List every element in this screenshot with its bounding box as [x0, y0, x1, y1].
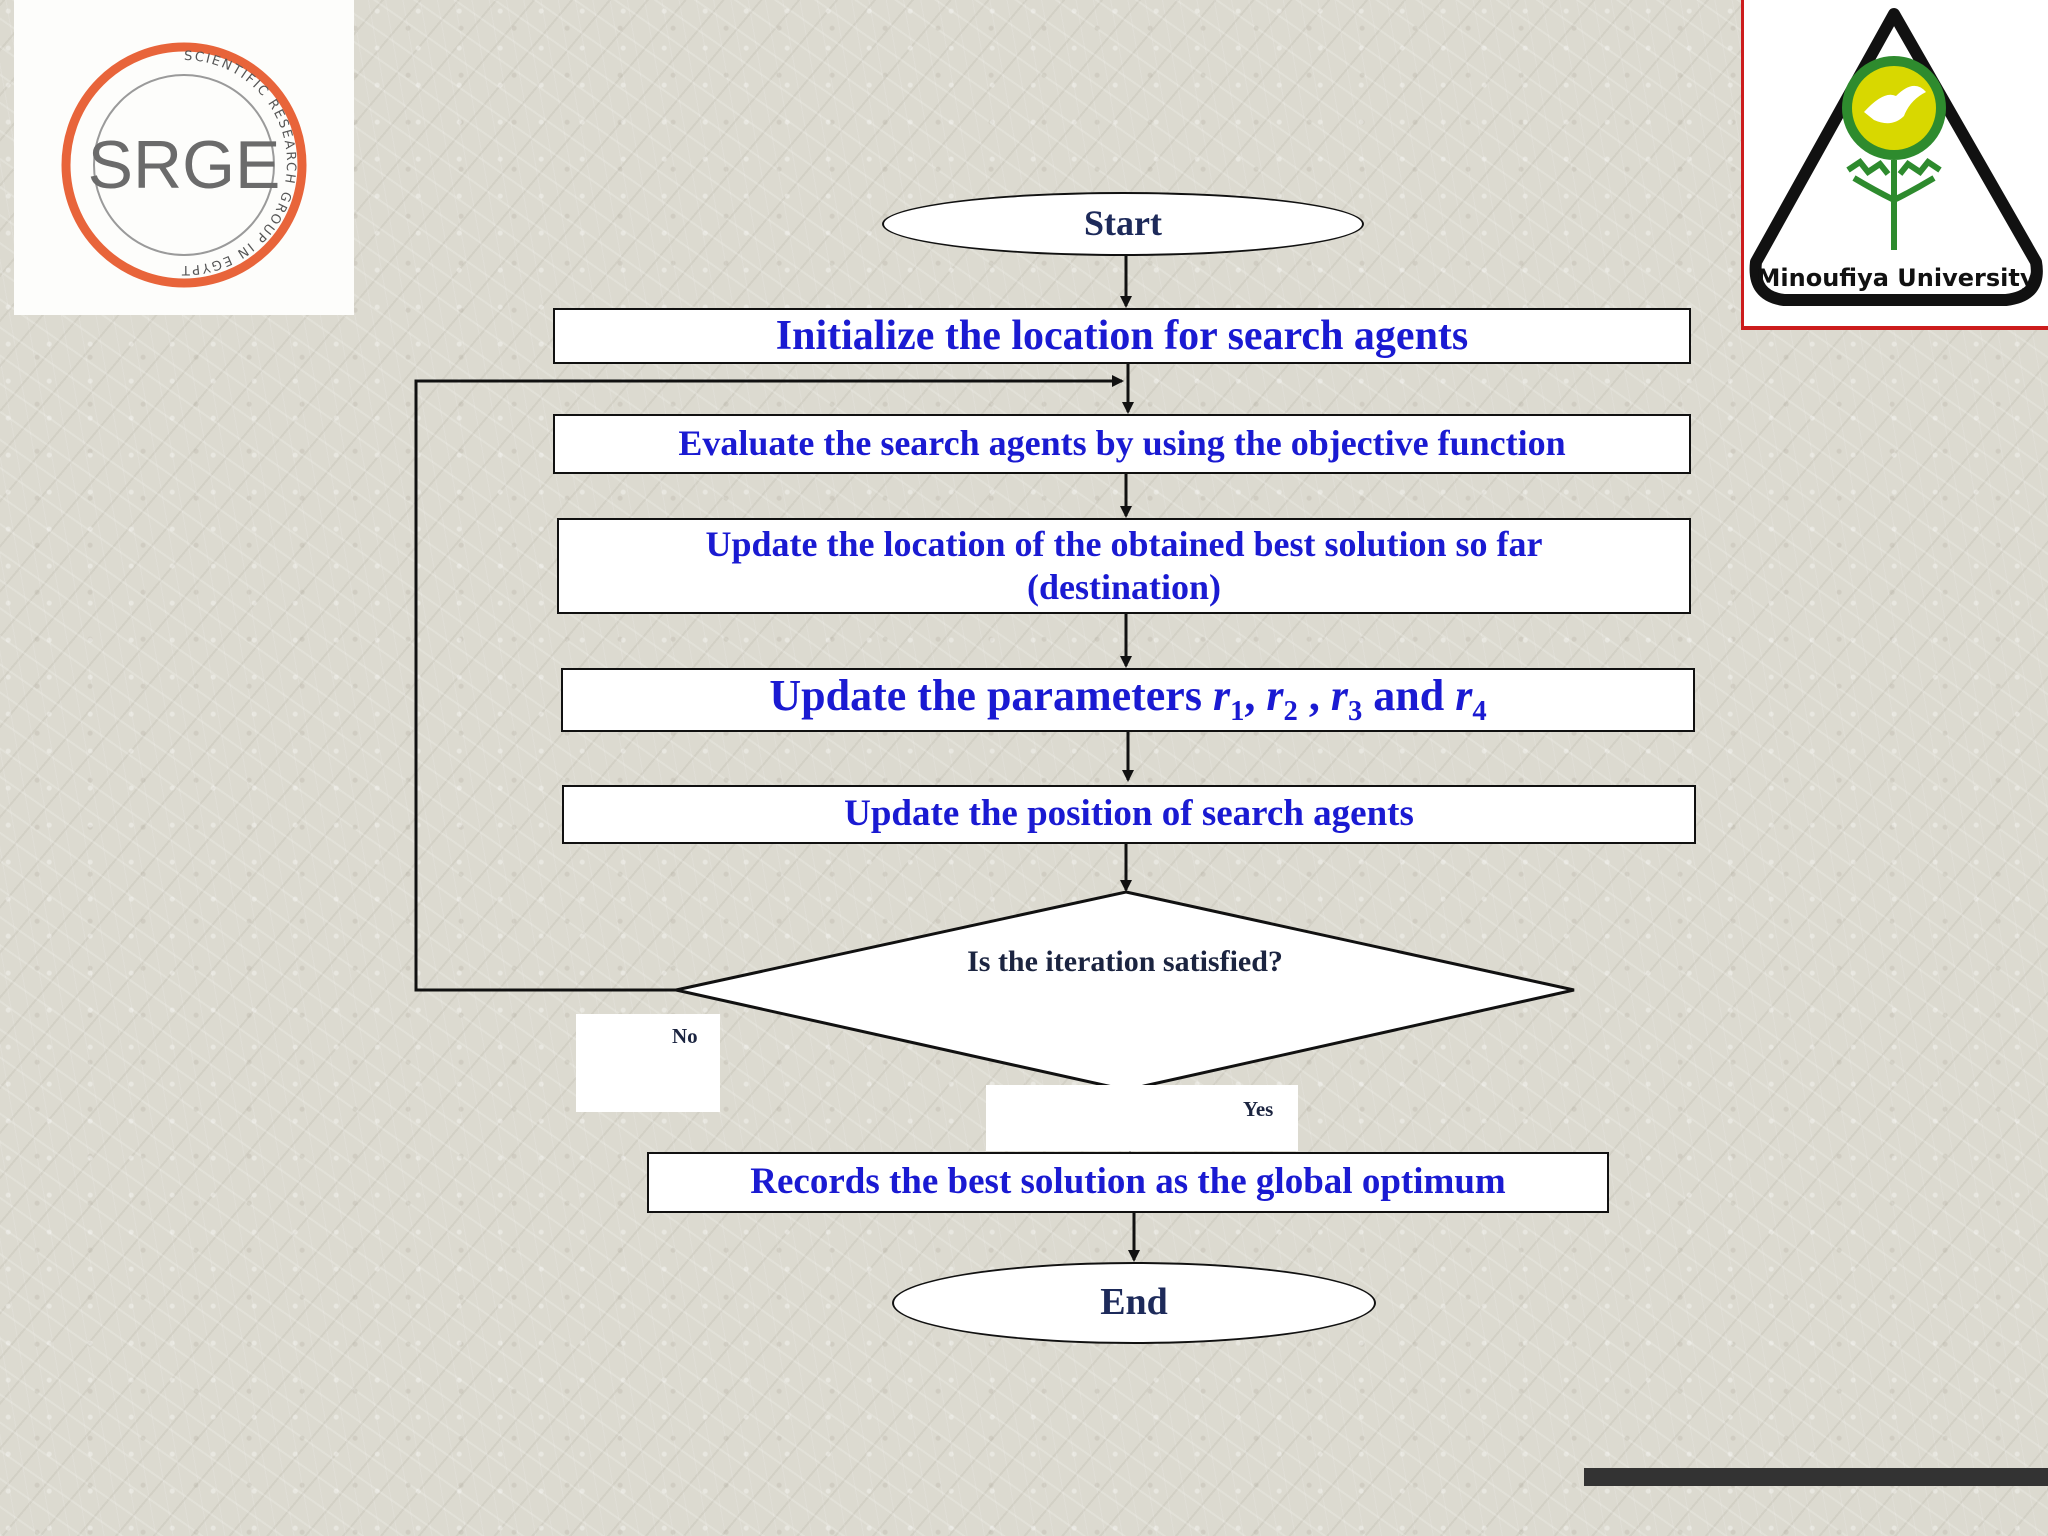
srge-logo-text: SRGE: [88, 127, 281, 203]
minoufiya-logo-text: Minoufiya University: [1757, 264, 2036, 292]
end-label: End: [1100, 1281, 1168, 1324]
step-update-best-line1: Update the location of the obtained best…: [705, 523, 1543, 564]
end-terminal: End: [892, 1262, 1376, 1344]
yes-label: Yes: [1243, 1097, 1274, 1121]
step-initialize-label: Initialize the location for search agent…: [775, 312, 1469, 359]
step-update-position-label: Update the position of search agents: [844, 793, 1414, 835]
step-initialize: Initialize the location for search agent…: [553, 308, 1691, 364]
bottom-decorative-bar: [1584, 1468, 2048, 1486]
decision-diamond: [675, 890, 1575, 1092]
yes-label-box: [986, 1085, 1298, 1151]
srge-logo-icon: SCIENTIFIC RESEARCH GROUP IN EGYPT SRGE: [61, 42, 307, 288]
start-terminal: Start: [882, 192, 1364, 256]
minoufiya-university-logo-icon: Minoufiya University: [1749, 8, 2043, 306]
step-update-best-line2: (destination): [1026, 567, 1221, 607]
step-update-best: Update the location of the obtained best…: [557, 518, 1691, 614]
no-label-box: [576, 1014, 720, 1112]
step-record: Records the best solution as the global …: [647, 1152, 1609, 1213]
step-update-params-label: Update the parameters r1, r2 , r3 and r4: [769, 671, 1487, 728]
start-label: Start: [1084, 203, 1162, 244]
minoufiya-university-logo: Minoufiya University: [1741, 0, 2048, 330]
step-update-params: Update the parameters r1, r2 , r3 and r4: [561, 668, 1695, 732]
srge-logo: SCIENTIFIC RESEARCH GROUP IN EGYPT SRGE: [14, 0, 354, 315]
no-label: No: [672, 1024, 698, 1048]
step-update-position: Update the position of search agents: [562, 785, 1696, 844]
loop-back-no-connector: [414, 375, 1124, 992]
step-record-label: Records the best solution as the global …: [750, 1161, 1506, 1203]
decision-label: Is the iteration satisfied?: [967, 945, 1283, 978]
step-evaluate: Evaluate the search agents by using the …: [553, 414, 1691, 474]
step-evaluate-label: Evaluate the search agents by using the …: [678, 423, 1566, 464]
